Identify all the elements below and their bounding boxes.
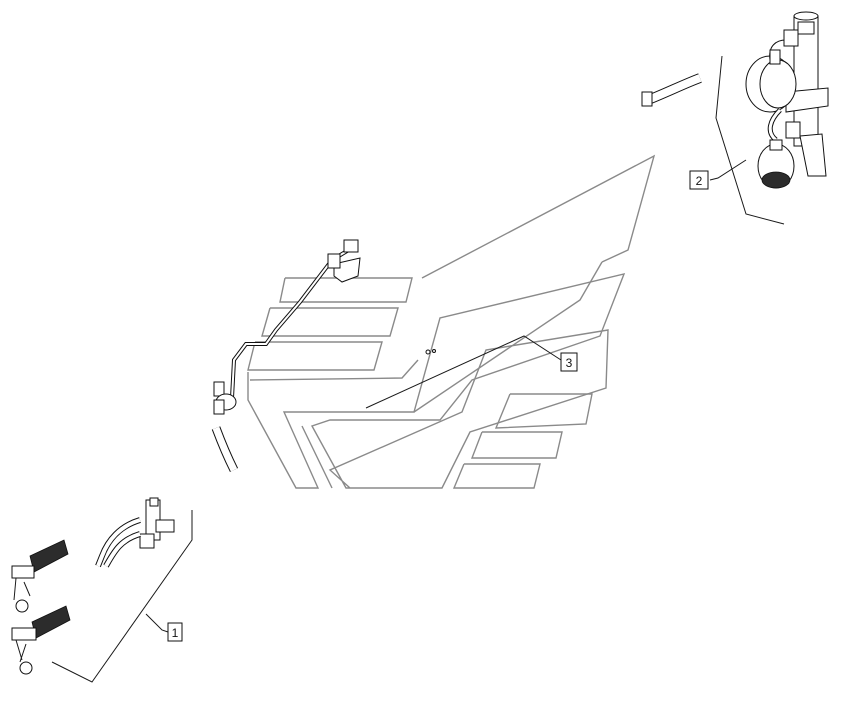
- leader-1: [145, 613, 169, 633]
- quick-coupler-lower: [11, 605, 71, 675]
- tank-outline: [247, 154, 656, 489]
- leader-3: [365, 335, 562, 409]
- callout-3-label: 3: [566, 356, 573, 370]
- callout-3[interactable]: 3: [560, 352, 578, 372]
- bracket-2: [715, 55, 785, 225]
- leader-2: [709, 159, 747, 181]
- hydraulic-pipe-assembly: [211, 239, 361, 473]
- valve-accumulator-assembly: [641, 11, 829, 189]
- callout-2[interactable]: 2: [689, 170, 709, 190]
- callout-1[interactable]: 1: [167, 622, 183, 642]
- callout-2-label: 2: [696, 174, 703, 188]
- coupler-assembly: [11, 497, 175, 675]
- bracket-1: [51, 510, 193, 683]
- quick-coupler-upper: [11, 539, 69, 613]
- callout-1-label: 1: [172, 626, 179, 640]
